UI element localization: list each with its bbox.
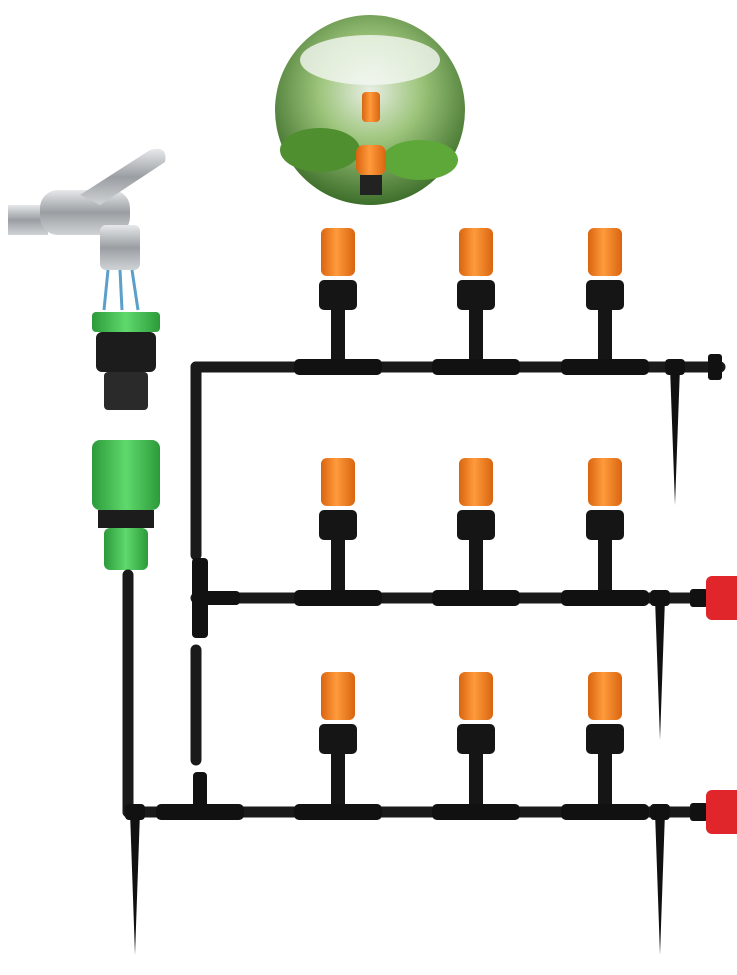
ground-stake-icon (125, 804, 145, 955)
nozzle-base (586, 724, 624, 754)
nozzle-stem (469, 540, 483, 590)
hose-connector-icon (92, 312, 160, 410)
mist-nozzle-icon (319, 458, 357, 590)
stake-spike (130, 812, 140, 955)
plug-cap (706, 790, 737, 834)
mist-nozzle-icon (586, 458, 624, 590)
nozzle-base (457, 510, 495, 540)
nozzle-stem (598, 754, 612, 804)
quick-connector-icon (92, 440, 160, 570)
water-stream (102, 269, 140, 311)
nozzle-stem (598, 540, 612, 590)
nozzle-base (319, 510, 357, 540)
mist-nozzle-icon (319, 228, 357, 359)
nozzle-cap (321, 458, 355, 506)
mist-nozzle-icon (319, 672, 357, 804)
mist-nozzle-icon (457, 458, 495, 590)
nozzle-base (319, 724, 357, 754)
plug-barb (690, 589, 708, 607)
nozzle-cap (459, 672, 493, 720)
ground-stake-icon (650, 804, 670, 955)
nozzle-cap (459, 228, 493, 276)
photo-nozzle (362, 92, 380, 122)
nozzle-base (457, 724, 495, 754)
end-plug-icon (708, 354, 722, 380)
end-plug-icon (690, 790, 737, 834)
plug-cap (708, 354, 722, 380)
quick-ring (98, 510, 154, 528)
plug-cap (706, 576, 737, 620)
faucet-spout (100, 225, 140, 270)
connector-neck (104, 372, 148, 410)
nozzle-stem (331, 310, 345, 359)
stake-spike (670, 367, 680, 505)
spray-photo (275, 15, 465, 205)
nozzle-stem (469, 754, 483, 804)
tee-connector-icon (192, 558, 240, 638)
nozzle-cap (588, 228, 622, 276)
plug-barb (690, 803, 708, 821)
mist-nozzle-icon (586, 672, 624, 804)
nozzle-base (457, 280, 495, 310)
nozzle-stem (469, 310, 483, 359)
photo-nozzle-stem (360, 175, 382, 195)
stake-spike (655, 812, 665, 955)
leaf (280, 128, 360, 172)
mist-nozzle-icon (457, 228, 495, 359)
nozzle-stem (331, 754, 345, 804)
faucet-body (40, 190, 130, 235)
faucet-handle (80, 148, 166, 205)
ground-stake-icon (650, 590, 670, 740)
mist-nozzle-icon (457, 672, 495, 804)
tee-connector-icon (156, 772, 244, 820)
ground-stake-icon (665, 359, 685, 505)
nozzle-cap (321, 228, 355, 276)
mist (300, 35, 440, 85)
tee-branch (193, 772, 207, 812)
nozzle-cap (588, 458, 622, 506)
nozzle-stem (331, 540, 345, 590)
stake-spike (655, 598, 665, 740)
connector-body (96, 332, 156, 372)
quick-barb (104, 528, 148, 570)
nozzle-base (586, 280, 624, 310)
nozzle-cap (459, 458, 493, 506)
nozzle-base (586, 510, 624, 540)
nozzle-cap (321, 672, 355, 720)
end-plug-icon (690, 576, 737, 620)
tee-branch (200, 591, 240, 605)
nozzle-stem (598, 310, 612, 359)
connector-ring (92, 312, 160, 332)
mist-nozzle-icon (586, 228, 624, 359)
photo-nozzle-base (356, 145, 386, 175)
faucet-icon (8, 148, 166, 311)
quick-body (92, 440, 160, 510)
nozzle-cap (588, 672, 622, 720)
nozzle-base (319, 280, 357, 310)
leaf (382, 140, 458, 180)
